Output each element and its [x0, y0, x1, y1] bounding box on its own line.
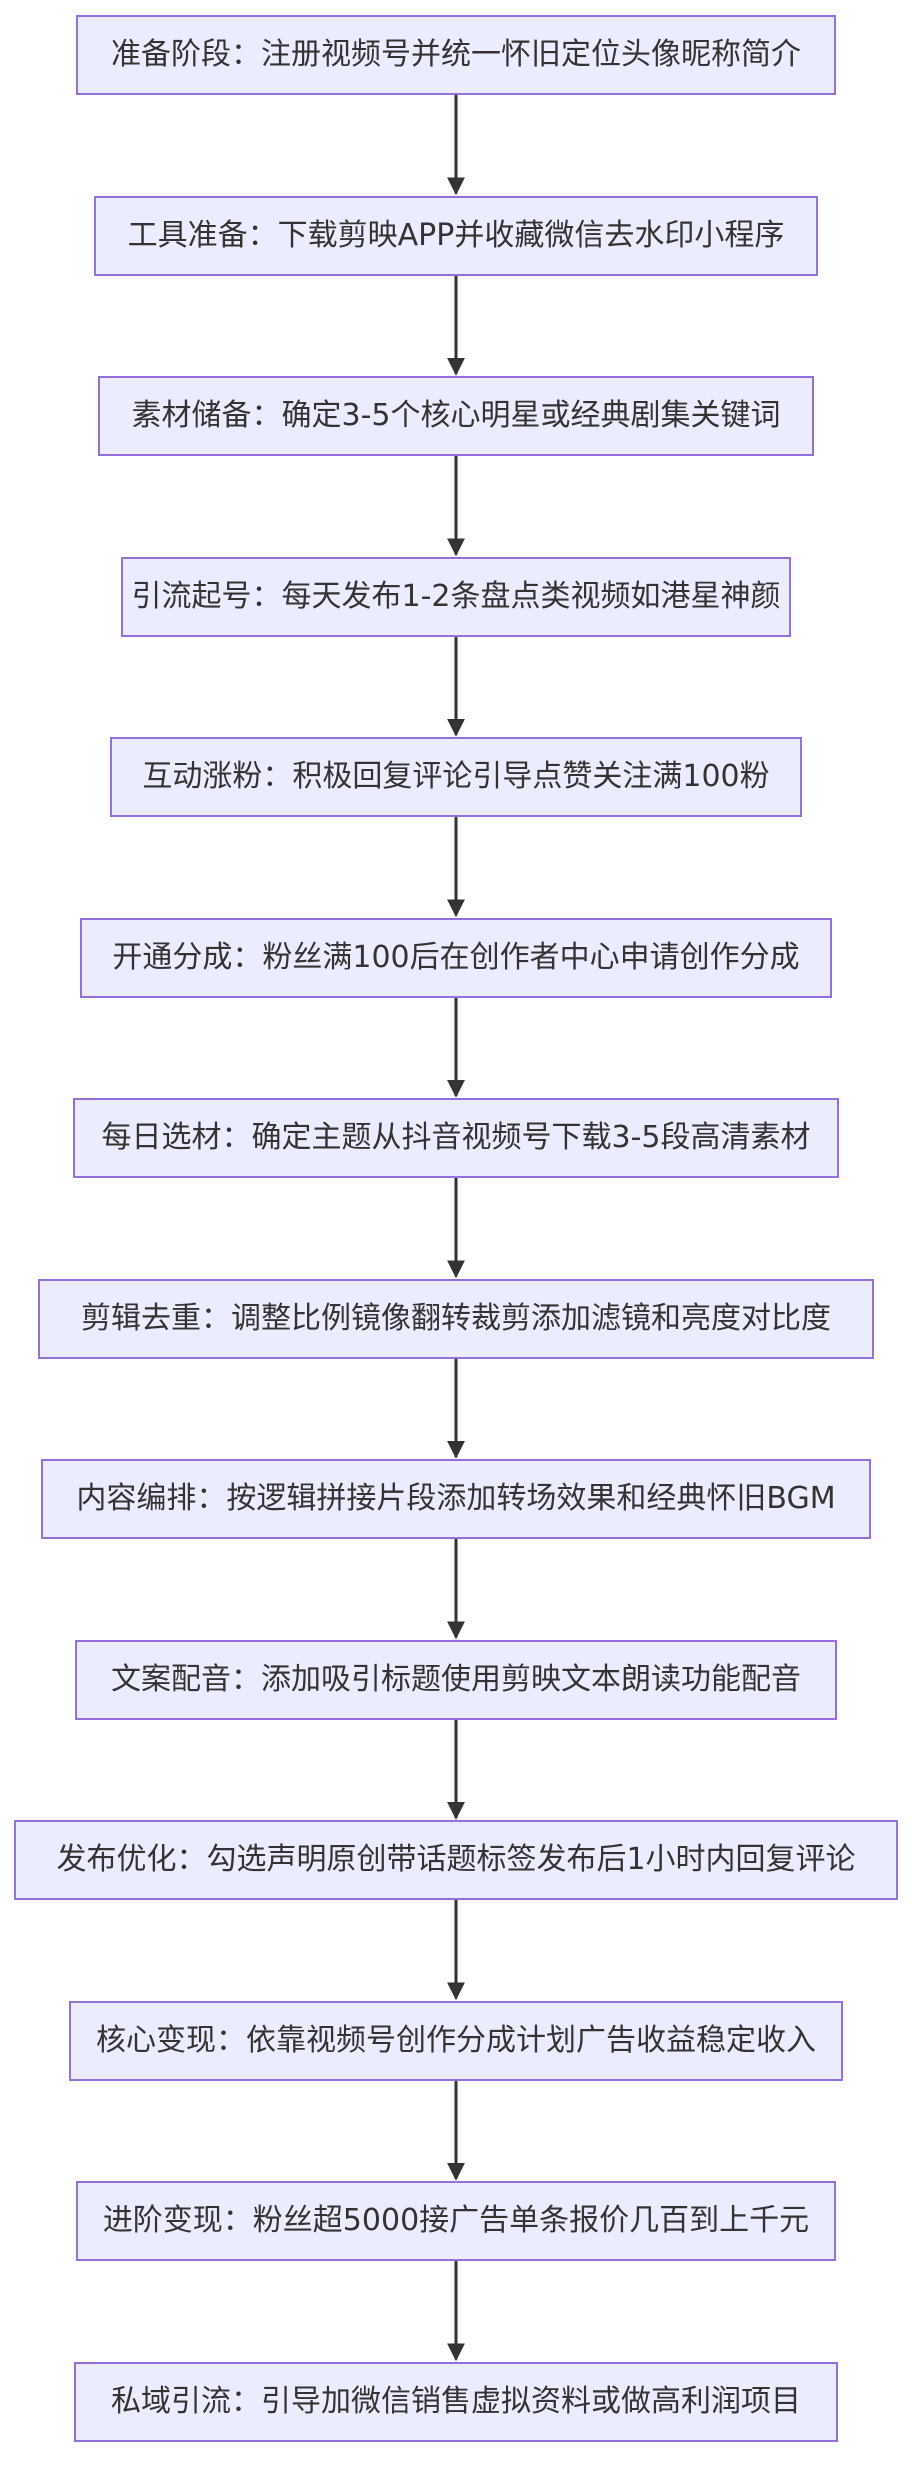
flow-step-label: 每日选材：确定主题从抖音视频号下载3-5段高清素材: [101, 1120, 811, 1155]
flow-step-11: 发布优化：勾选声明原创带话题标签发布后1小时内回复评论: [14, 1820, 898, 1900]
flow-step-1: 准备阶段：注册视频号并统一怀旧定位头像昵称简介: [76, 15, 836, 95]
flow-step-label: 引流起号：每天发布1-2条盘点类视频如港星神颜: [131, 578, 781, 614]
flow-step-label: 进阶变现：粉丝超5000接广告单条报价几百到上千元: [102, 2203, 810, 2238]
flow-step-label: 工具准备：下载剪映APP并收藏微信去水印小程序: [127, 217, 785, 253]
flow-step-label: 私域引流：引导加微信销售虚拟资料或做高利润项目: [111, 2383, 801, 2419]
flow-step-4: 引流起号：每天发布1-2条盘点类视频如港星神颜: [121, 556, 791, 637]
flow-step-3: 素材储备：确定3-5个核心明星或经典剧集关键词: [98, 376, 814, 456]
flow-step-10: 文案配音：添加吸引标题使用剪映文本朗读功能配音: [75, 1639, 837, 1720]
flow-step-label: 内容编排：按逻辑拼接片段添加转场效果和经典怀旧BGM: [76, 1481, 836, 1516]
flow-step-12: 核心变现：依靠视频号创作分成计划广告收益稳定收入: [69, 2000, 843, 2081]
flow-step-label: 剪辑去重：调整比例镜像翻转裁剪添加滤镜和亮度对比度: [81, 1300, 831, 1336]
flow-step-label: 发布优化：勾选声明原创带话题标签发布后1小时内回复评论: [56, 1842, 856, 1877]
flow-step-8: 剪辑去重：调整比例镜像翻转裁剪添加滤镜和亮度对比度: [38, 1278, 874, 1359]
flow-step-2: 工具准备：下载剪映APP并收藏微信去水印小程序: [94, 195, 818, 276]
flow-step-7: 每日选材：确定主题从抖音视频号下载3-5段高清素材: [73, 1098, 839, 1178]
flow-step-6: 开通分成：粉丝满100后在创作者中心申请创作分成: [80, 917, 832, 998]
flow-step-13: 进阶变现：粉丝超5000接广告单条报价几百到上千元: [76, 2181, 836, 2261]
flow-step-label: 互动涨粉：积极回复评论引导点赞关注满100粉: [142, 759, 770, 794]
flow-step-label: 素材储备：确定3-5个核心明星或经典剧集关键词: [131, 398, 781, 433]
flow-step-label: 文案配音：添加吸引标题使用剪映文本朗读功能配音: [111, 1661, 801, 1697]
flow-step-label: 核心变现：依靠视频号创作分成计划广告收益稳定收入: [96, 2022, 816, 2058]
flow-step-5: 互动涨粉：积极回复评论引导点赞关注满100粉: [110, 737, 802, 817]
flow-step-14: 私域引流：引导加微信销售虚拟资料或做高利润项目: [74, 2361, 838, 2442]
flow-step-9: 内容编排：按逻辑拼接片段添加转场效果和经典怀旧BGM: [41, 1459, 871, 1539]
flow-step-label: 准备阶段：注册视频号并统一怀旧定位头像昵称简介: [111, 37, 801, 72]
flow-step-label: 开通分成：粉丝满100后在创作者中心申请创作分成: [112, 939, 800, 975]
